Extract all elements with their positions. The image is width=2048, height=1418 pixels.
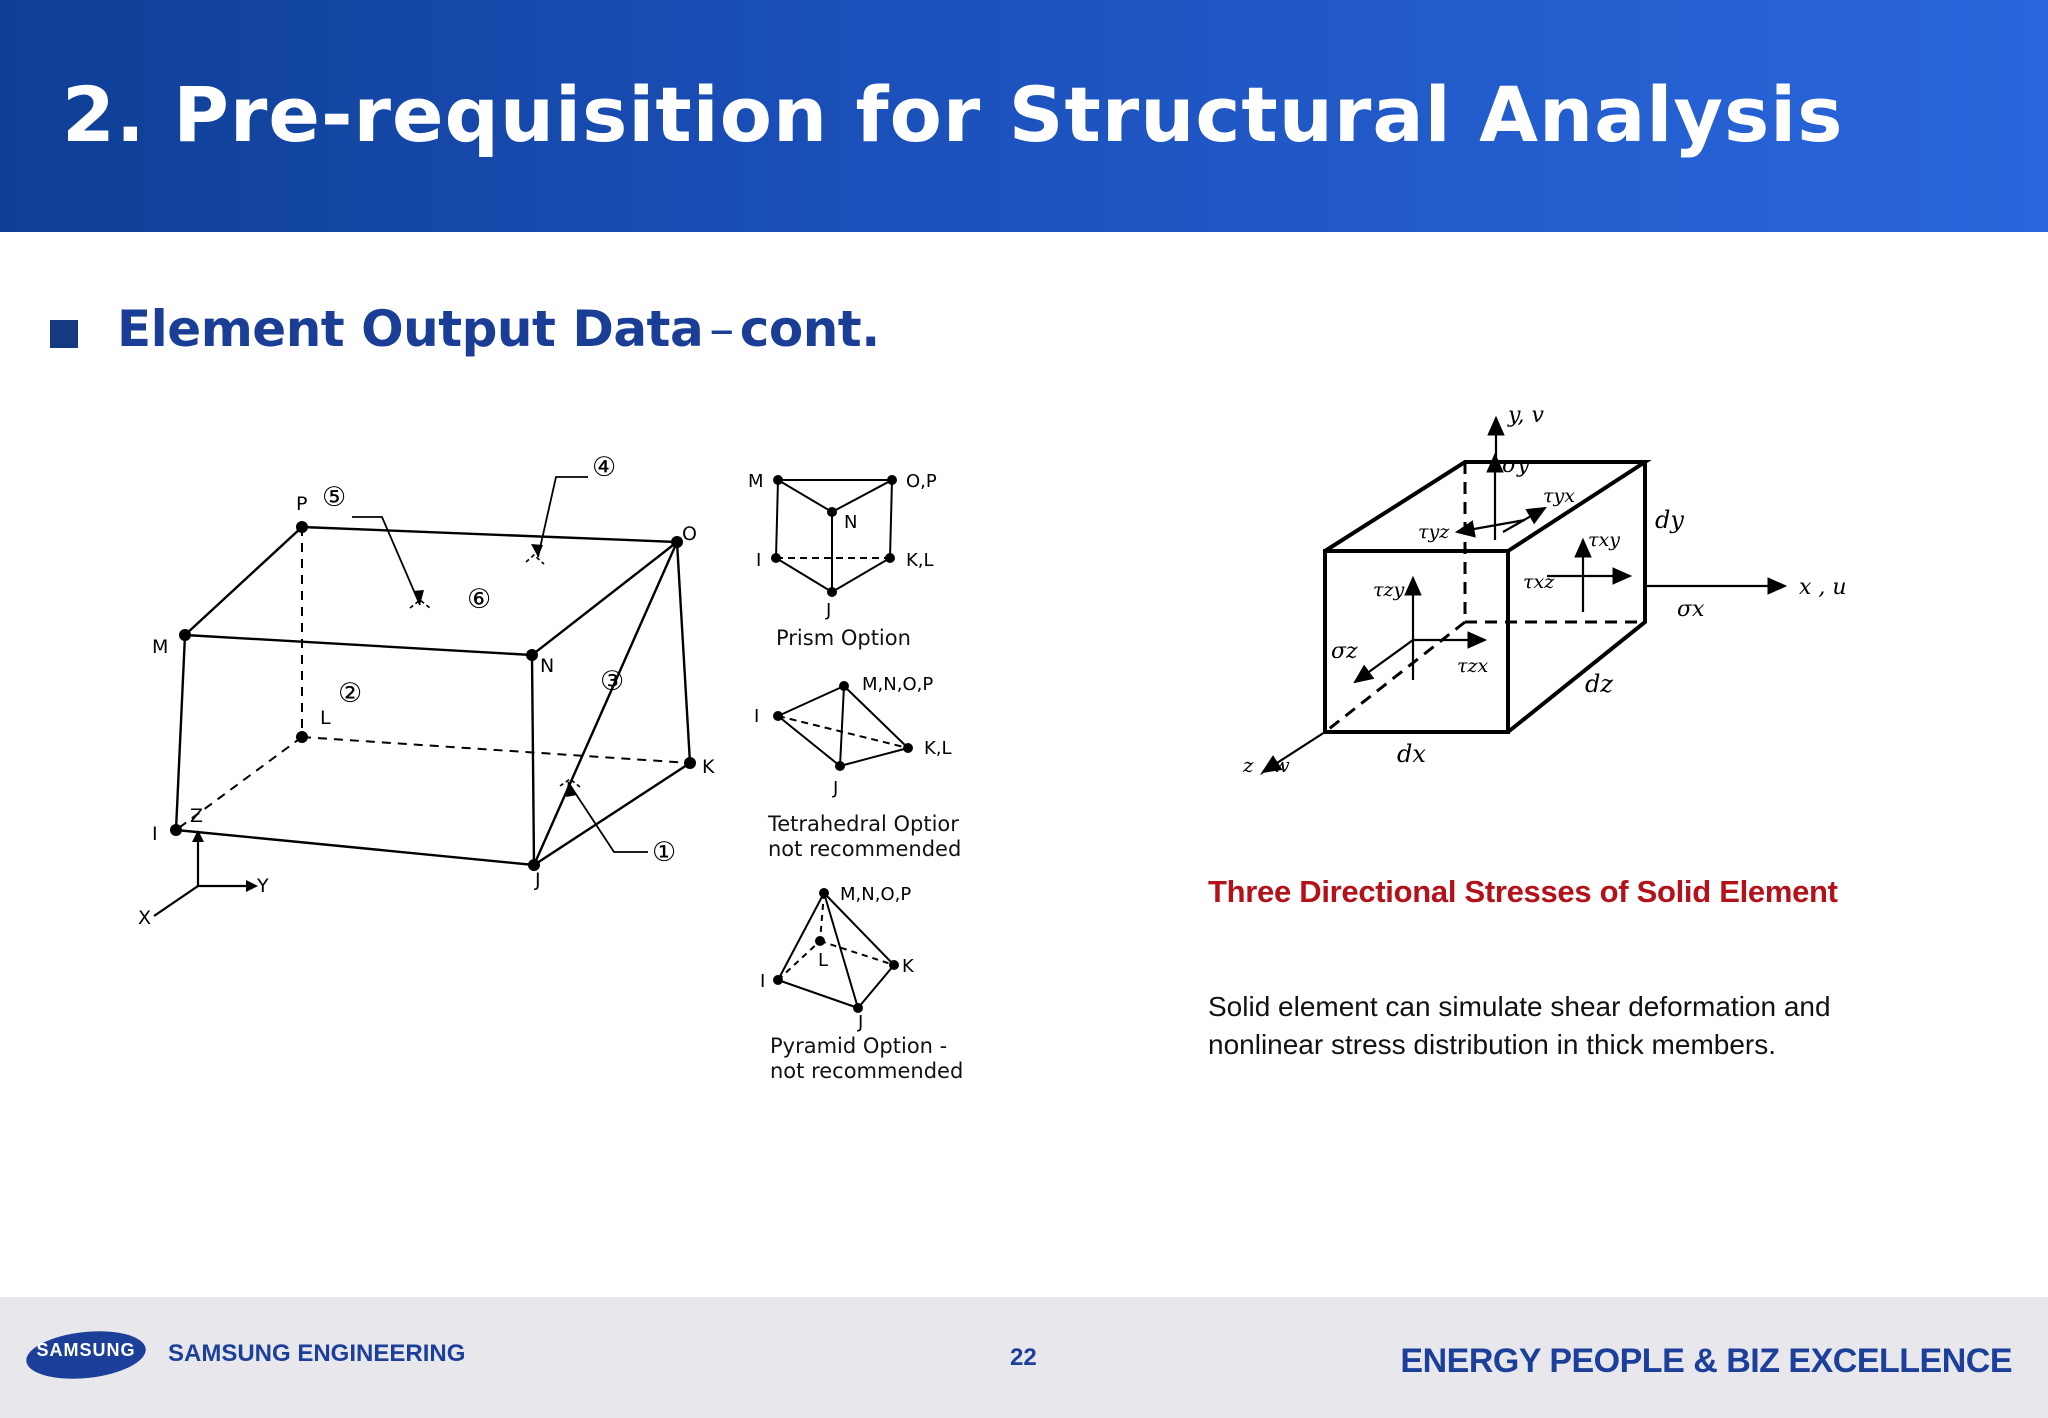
face-3-label: ③ <box>600 666 624 697</box>
axis-y-label: Y <box>256 875 269 897</box>
node-n-label: N <box>540 655 554 677</box>
face-6-label: ⑥ <box>467 584 491 615</box>
x-axis-label: x , u <box>1799 575 1847 600</box>
pyramid-option-label: Pyramid Option - <box>770 1034 947 1058</box>
tetra-j-label: J <box>832 778 838 799</box>
footer-slogan: ENERGY PEOPLE & BIZ EXCELLENCE <box>1400 1342 2012 1380</box>
company-name: SAMSUNG ENGINEERING <box>168 1340 466 1367</box>
node-o-label: O <box>682 523 697 545</box>
tau-zx-label: τzx <box>1457 655 1489 677</box>
section-heading-text: Element Output Data <box>117 300 704 358</box>
node-p-label: P <box>296 493 307 515</box>
slide-title: 2. Pre-requisition for Structural Analys… <box>62 70 1844 159</box>
axis-x-label: X <box>138 907 151 929</box>
section-heading-dash: – <box>709 300 734 358</box>
tau-xz-label: τxz <box>1523 571 1555 593</box>
face-1-leader <box>567 781 648 853</box>
prism-option-label: Prism Option <box>776 626 911 650</box>
y-axis-label: y, v <box>1507 403 1544 428</box>
face-5-label: ⑤ <box>322 482 346 513</box>
dx-label: dx <box>1397 740 1426 768</box>
pyramid-not-recommended: not recommended <box>770 1059 963 1083</box>
node-m-label: M <box>152 636 168 658</box>
z-axis-label: z , w <box>1242 753 1290 777</box>
section-heading-suffix: cont. <box>739 300 880 358</box>
figure-caption: Three Directional Stresses of Solid Elem… <box>1208 874 1838 909</box>
pyramid-i-label: I <box>760 971 765 992</box>
pyramid-mnop-label: M,N,O,P <box>840 884 911 905</box>
edge-pm <box>184 526 303 636</box>
prism-i-label: I <box>756 550 761 571</box>
axis-z-label: Z <box>190 805 203 827</box>
title-banner: 2. Pre-requisition for Structural Analys… <box>0 0 2048 232</box>
node-k-label: K <box>702 756 715 778</box>
tau-yz-label: τyz <box>1418 521 1450 543</box>
prism-kl-label: K,L <box>906 550 934 571</box>
footer-bar <box>0 1297 2048 1418</box>
face-4-label: ④ <box>592 452 616 483</box>
face-4-leader <box>537 476 588 558</box>
stress-cube-diagram: y, v x , u z , w dy dz dx σy σx σz τyx τ… <box>1242 403 1847 777</box>
tetra-i-label: I <box>754 706 759 727</box>
node-l-label: L <box>320 707 331 729</box>
description-text: Solid element can simulate shear deforma… <box>1208 991 1831 1060</box>
pyramid-j-label: J <box>857 1012 863 1033</box>
face-5-leader <box>352 516 421 606</box>
prism-j-label: J <box>825 600 831 621</box>
tau-xy-label: τxy <box>1588 529 1620 551</box>
brick-element-diagram: P O M N L K I J ⑤ ④ ⑥ ② ③ ① Z <box>138 452 715 929</box>
face-1-label: ① <box>652 837 676 868</box>
section-heading: Element Output Data–cont. <box>117 300 880 358</box>
sigma-z-label: σz <box>1331 639 1358 664</box>
prism-op-label: O,P <box>906 471 937 492</box>
bullet-square <box>50 320 78 348</box>
pyramid-k-label: K <box>902 956 915 977</box>
element-options-diagram: M O,P N I K,L J Prism Option M,N,O,P I K… <box>748 471 963 1083</box>
prism-m-label: M <box>748 471 764 492</box>
dz-label: dz <box>1585 670 1613 698</box>
sigma-x-label: σx <box>1677 597 1705 622</box>
tau-yx-label: τyx <box>1543 485 1575 507</box>
pyramid-l-label: L <box>818 950 828 971</box>
page-number: 22 <box>1010 1344 1037 1371</box>
sigma-y-label: σy <box>1502 453 1530 478</box>
tetra-option-label: Tetrahedral Optior <box>767 812 959 836</box>
tetra-kl-label: K,L <box>924 738 952 759</box>
dy-label: dy <box>1655 506 1684 534</box>
tau-zy-label: τzy <box>1373 579 1405 601</box>
tetra-not-recommended: not recommended <box>768 837 961 861</box>
face-2-label: ② <box>338 678 362 709</box>
node-j-label: J <box>534 869 541 891</box>
tetra-mnop-label: M,N,O,P <box>862 674 933 695</box>
prism-n-label: N <box>844 512 857 533</box>
samsung-logo-text: SAMSUNG <box>36 1340 136 1360</box>
node-i-label: I <box>152 823 158 845</box>
